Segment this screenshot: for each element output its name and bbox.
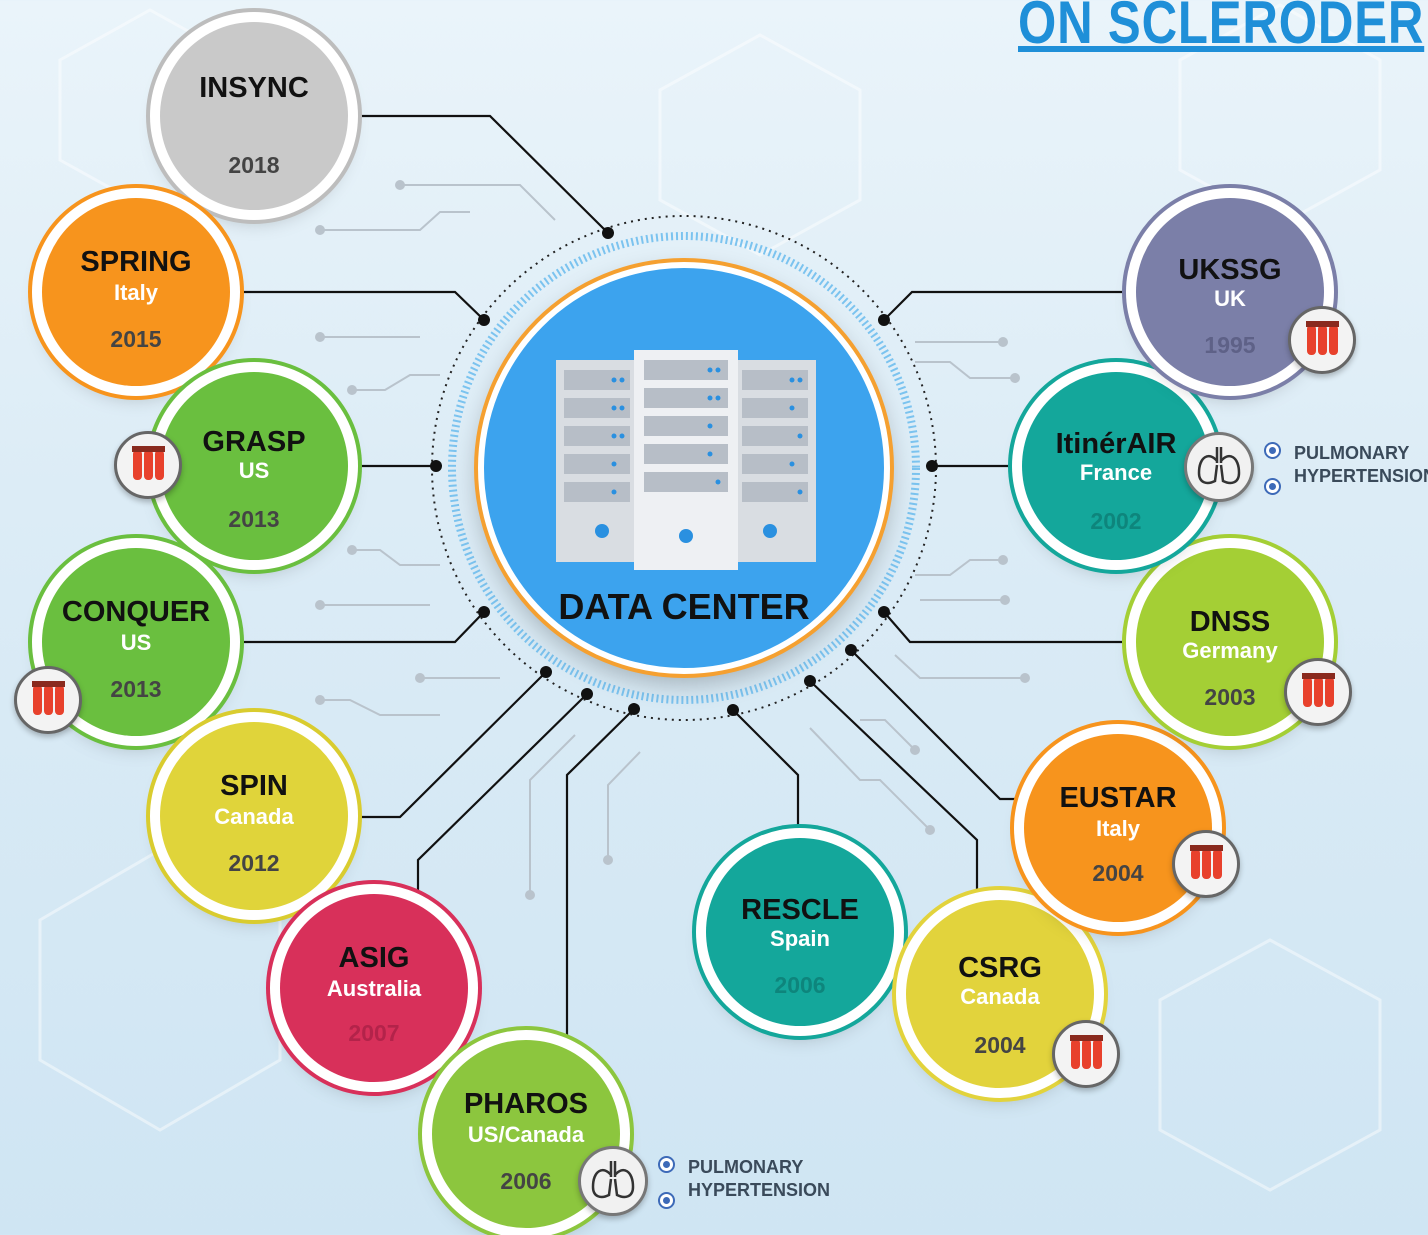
connector-insync xyxy=(322,114,609,234)
ph-line1: PULMONARY xyxy=(1294,443,1410,463)
node-name: ASIG xyxy=(338,942,410,974)
node-year: 2012 xyxy=(228,850,280,876)
connector-ukssg xyxy=(883,290,1161,321)
blood-sample-tubes-icon xyxy=(14,666,82,734)
node-rescle: RESCLE Spain 2006 xyxy=(706,838,894,1026)
node-year: 2007 xyxy=(348,1020,400,1046)
node-name: EUSTAR xyxy=(1059,782,1177,814)
node-spring: SPRING Italy 2015 xyxy=(42,198,230,386)
node-name: UKSSG xyxy=(1178,254,1282,286)
node-country: Germany xyxy=(1182,638,1278,663)
node-insync: INSYNC 2018 xyxy=(160,22,348,210)
connector-csrg xyxy=(809,680,979,924)
node-country: Italy xyxy=(113,280,159,305)
inner-tick-ring xyxy=(448,232,920,704)
page-title: ON SCLERODER xyxy=(1018,0,1425,56)
node-country: US xyxy=(238,458,270,483)
node-year: 2004 xyxy=(974,1032,1026,1058)
blood-sample-tubes-icon xyxy=(1172,830,1240,898)
node-country: Italy xyxy=(1095,816,1141,841)
node-eustar: EUSTAR Italy 2004 xyxy=(1024,734,1212,922)
node-country: Canada xyxy=(214,804,294,829)
blood-sample-tubes-icon xyxy=(1052,1020,1120,1088)
node-grasp: GRASP US 2013 xyxy=(160,372,348,560)
node-year: 2003 xyxy=(1204,684,1256,710)
connector-rescle xyxy=(732,709,800,862)
blood-sample-tubes-icon xyxy=(1284,658,1352,726)
node-year: 2013 xyxy=(228,506,280,532)
node-name: ItinérAIR xyxy=(1055,428,1177,460)
node-asig: ASIG Australia 2007 xyxy=(280,894,468,1082)
bg-hexagon xyxy=(1178,3,1382,227)
bg-hexagon xyxy=(658,33,862,257)
node-name: DNSS xyxy=(1189,606,1271,638)
node-name: PHAROS xyxy=(463,1088,589,1120)
pulmonary-hypertension-label: PULMONARY HYPERTENSION xyxy=(1264,442,1428,495)
lungs-icon xyxy=(578,1146,648,1216)
node-year: 1995 xyxy=(1204,332,1256,358)
node-name: SPRING xyxy=(80,246,192,278)
node-year: 2013 xyxy=(110,676,162,702)
node-spin: SPIN Canada 2012 xyxy=(160,722,348,910)
node-pharos: PHAROS US/Canada 2006 xyxy=(432,1040,620,1228)
node-year: 2015 xyxy=(110,326,162,352)
node-year: 2018 xyxy=(228,152,280,178)
blood-sample-tubes-icon xyxy=(114,431,182,499)
node-country: Canada xyxy=(960,984,1040,1009)
node-country: US/Canada xyxy=(467,1122,585,1147)
node-country: US xyxy=(120,630,152,655)
node-country: Australia xyxy=(326,976,422,1001)
node-name: SPIN xyxy=(220,770,288,802)
node-year: 2006 xyxy=(500,1168,552,1194)
bg-hexagon xyxy=(38,848,282,1132)
connector-spring xyxy=(208,290,485,321)
node-name: CONQUER xyxy=(61,596,211,628)
server-rack-icon xyxy=(556,350,816,570)
connector-dnss xyxy=(883,611,1161,644)
node-year: 2002 xyxy=(1090,508,1142,534)
ph-line2: HYPERTENSION xyxy=(688,1180,831,1200)
ph-line2: HYPERTENSION xyxy=(1294,466,1428,486)
connector-pharos xyxy=(565,708,635,1083)
connector-conquer xyxy=(208,611,485,644)
node-year: 2006 xyxy=(774,972,826,998)
node-name: GRASP xyxy=(202,426,306,458)
node-name: CSRG xyxy=(958,952,1042,984)
node-name: INSYNC xyxy=(199,72,309,104)
connector-eustar xyxy=(850,649,1045,801)
node-dnss: DNSS Germany 2003 xyxy=(1136,548,1324,736)
lungs-icon xyxy=(1184,432,1254,502)
connector-asig xyxy=(416,693,588,926)
data-center-label: DATA CENTER xyxy=(558,586,810,627)
node-name: RESCLE xyxy=(741,894,859,926)
pulmonary-hypertension-label: PULMONARY HYPERTENSION xyxy=(658,1156,831,1209)
node-itinerair: ItinérAIR France 2002 xyxy=(1022,372,1210,560)
data-center-hub: DATA CENTER xyxy=(478,262,890,674)
node-country: Spain xyxy=(770,926,830,951)
node-country: UK xyxy=(1214,286,1246,311)
node-country: France xyxy=(1079,460,1153,485)
connector-spin xyxy=(322,671,547,819)
node-year: 2004 xyxy=(1092,860,1144,886)
blood-sample-tubes-icon xyxy=(1288,306,1356,374)
bg-hexagon xyxy=(1158,938,1382,1192)
ph-line1: PULMONARY xyxy=(688,1157,804,1177)
node-ukssg: UKSSG UK 1995 xyxy=(1136,198,1324,386)
